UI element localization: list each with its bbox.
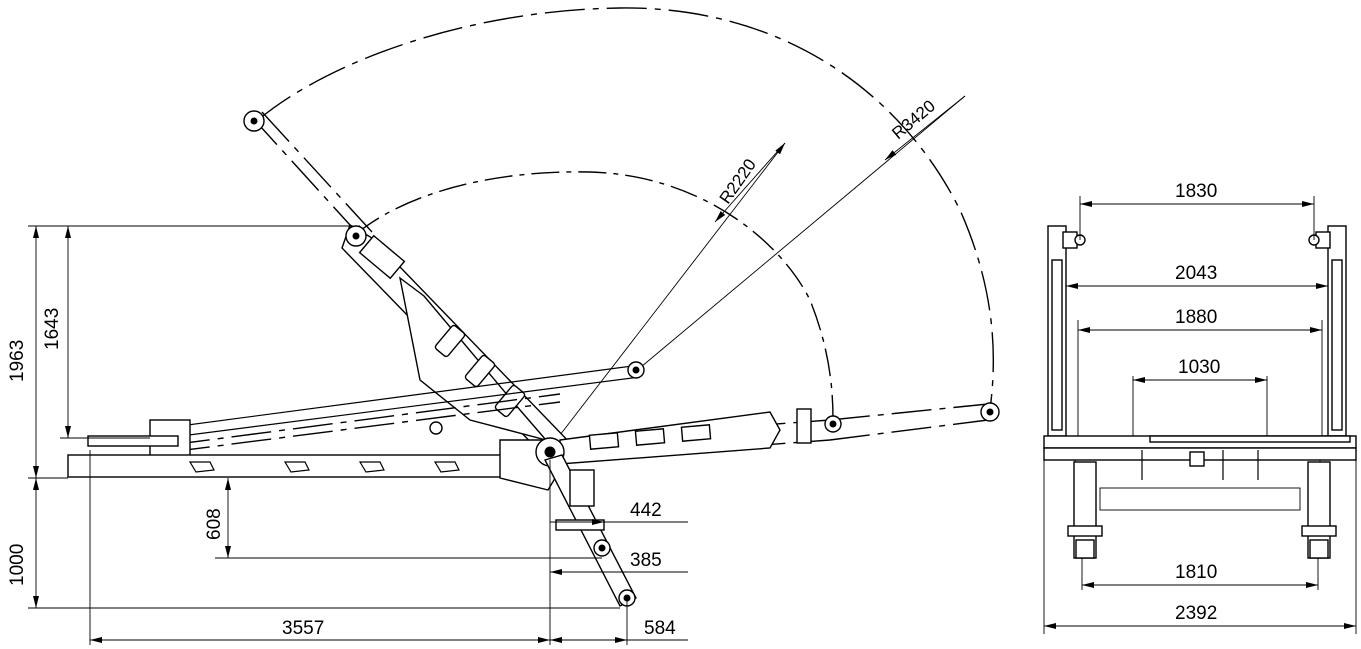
side-view: R2220 R3420 — [7, 7, 1000, 645]
dim-584-label: 584 — [644, 618, 676, 639]
dim-1963-label: 1963 — [7, 340, 28, 382]
r2220-label: R2220 — [716, 155, 760, 207]
extended-arm — [559, 408, 842, 465]
end-view-left-post — [1047, 225, 1086, 437]
dim-1030: 1030 — [1132, 357, 1268, 436]
radius-r2220: R2220 — [549, 142, 786, 449]
dim-608-label: 608 — [204, 508, 225, 540]
end-view-frame — [1043, 435, 1357, 511]
dim-2043: 2043 — [1066, 263, 1328, 289]
dim-584: 584 — [550, 598, 688, 645]
dim-1000-label: 1000 — [7, 544, 28, 586]
dim-1880-label: 1880 — [1175, 307, 1217, 328]
end-view-right-leg — [1301, 461, 1337, 559]
end-view-left-leg — [1067, 461, 1103, 559]
stabiliser-leg — [543, 454, 637, 607]
dim-1643: 1643 — [42, 226, 150, 439]
radius-r3420: R3420 — [634, 95, 966, 373]
dim-385-label: 385 — [630, 550, 662, 571]
dim-2392: 2392 — [1043, 460, 1357, 634]
dim-385: 385 — [550, 550, 688, 575]
dim-1830-label: 1830 — [1175, 181, 1217, 202]
dim-442: 442 — [550, 500, 688, 530]
end-view: 1830 2043 1880 1030 1810 2392 — [1043, 181, 1357, 634]
dim-442-label: 442 — [630, 500, 662, 521]
tilting-deck — [87, 361, 645, 459]
dim-1643-label: 1643 — [42, 308, 63, 350]
dim-1880: 1880 — [1077, 307, 1323, 436]
chassis-frame — [67, 437, 565, 491]
dim-608: 608 — [204, 478, 602, 559]
end-view-right-post — [1308, 225, 1347, 437]
dim-1963: 1963 — [7, 225, 360, 479]
dim-1810: 1810 — [1081, 558, 1319, 590]
dim-2392-label: 2392 — [1175, 603, 1217, 624]
dim-1810-label: 1810 — [1175, 562, 1217, 583]
dim-1830: 1830 — [1079, 181, 1315, 240]
dim-1000: 1000 — [7, 478, 620, 609]
dim-1030-label: 1030 — [1178, 357, 1220, 378]
dim-3557-label: 3557 — [282, 618, 324, 639]
dim-3557: 3557 — [89, 450, 551, 645]
main-lift-arm — [341, 223, 577, 461]
arc-2220-swing — [355, 171, 834, 421]
arc-3420-swing — [257, 7, 995, 411]
dim-2043-label: 2043 — [1175, 263, 1217, 284]
ghost-raised-arm — [243, 110, 373, 237]
